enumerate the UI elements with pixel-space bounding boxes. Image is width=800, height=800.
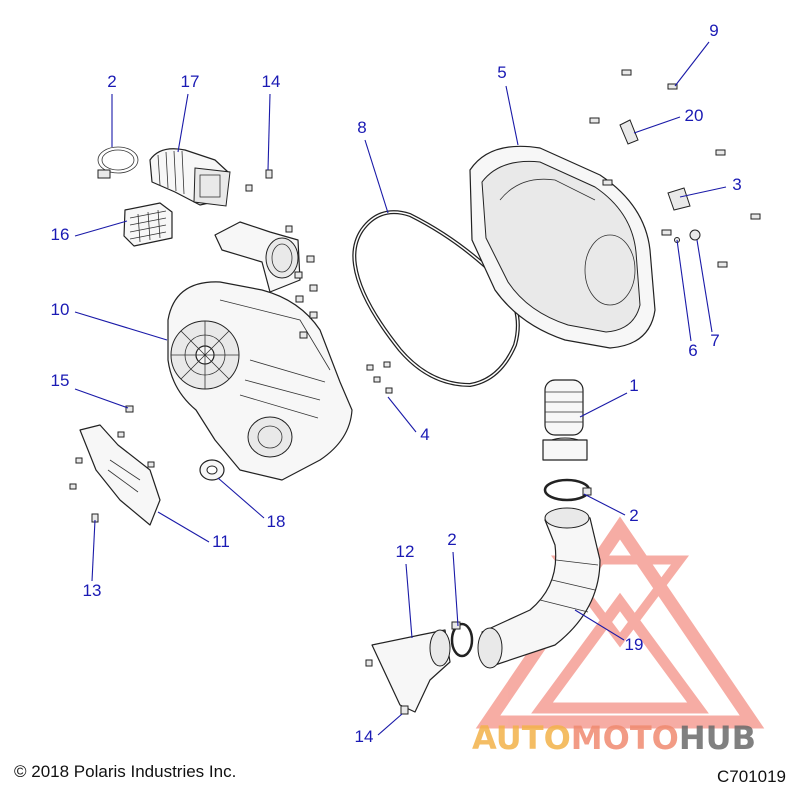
intake-boot xyxy=(149,148,231,207)
watermark-text: AUTOMOTOHUB xyxy=(472,719,756,757)
leader-line-c-2c xyxy=(452,551,459,627)
callout-label-c-8: 8 xyxy=(357,118,366,137)
leader-line-c-18 xyxy=(217,477,265,519)
bolts-right xyxy=(589,69,761,268)
leader-line-c-7 xyxy=(696,239,713,333)
callout-label-c-3: 3 xyxy=(732,175,741,194)
leader-line-c-14b xyxy=(377,713,403,736)
leader-line-c-13 xyxy=(91,519,96,582)
callout-label-c-10: 10 xyxy=(51,300,70,319)
callout-label-c-5: 5 xyxy=(497,63,506,82)
copyright-text: © 2018 Polaris Industries Inc. xyxy=(14,762,236,781)
drive-belt xyxy=(352,210,520,388)
leader-line-c-12 xyxy=(405,563,413,639)
callout-label-c-14b: 14 xyxy=(355,727,374,746)
leader-line-c-2b xyxy=(583,493,626,516)
callout-label-c-15: 15 xyxy=(51,371,70,390)
callout-label-c-6: 6 xyxy=(688,341,697,360)
leader-line-c-14a xyxy=(267,93,271,171)
leader-line-c-16 xyxy=(74,220,128,237)
hose-clamp-top xyxy=(97,146,139,179)
guard-bracket xyxy=(69,424,161,526)
callout-label-c-7: 7 xyxy=(710,331,719,350)
leader-line-c-1 xyxy=(579,392,628,418)
callout-label-c-20: 20 xyxy=(685,106,704,125)
callout-label-c-13: 13 xyxy=(83,581,102,600)
air-filter xyxy=(542,379,588,461)
leader-line-c-15 xyxy=(74,388,129,409)
bolts-column xyxy=(294,255,318,339)
bolts-4 xyxy=(366,361,393,394)
callout-label-c-14a: 14 xyxy=(262,72,281,91)
inner-clutch-cover xyxy=(167,281,353,481)
leader-line-c-3 xyxy=(679,186,727,198)
filter-element xyxy=(123,202,173,247)
callout-label-c-4: 4 xyxy=(420,425,429,444)
callout-label-c-1: 1 xyxy=(629,376,638,395)
callout-label-c-9: 9 xyxy=(709,21,718,40)
plate-20 xyxy=(619,119,639,145)
callout-label-c-2a: 2 xyxy=(107,72,116,91)
elbow-duct xyxy=(477,507,601,669)
leader-line-c-11 xyxy=(157,511,210,543)
callout-label-c-18: 18 xyxy=(267,512,286,531)
leader-line-c-19 xyxy=(574,609,625,641)
leader-line-c-20 xyxy=(633,116,681,134)
hose-clamp-low xyxy=(450,621,474,658)
callout-label-c-11: 11 xyxy=(212,532,230,551)
outer-clutch-cover xyxy=(469,145,656,349)
leader-line-c-9 xyxy=(674,41,710,87)
inlet-duct xyxy=(214,221,301,293)
bolt-14-low xyxy=(400,705,409,715)
plate-3 xyxy=(667,187,691,211)
bolt-15 xyxy=(125,405,134,413)
washer xyxy=(199,459,225,481)
callout-label-c-2b: 2 xyxy=(629,506,638,525)
leader-line-c-8 xyxy=(364,139,389,214)
callout-label-c-16: 16 xyxy=(51,225,70,244)
callout-label-c-2c: 2 xyxy=(447,530,456,549)
callout-label-c-17: 17 xyxy=(181,72,200,91)
leader-line-c-4 xyxy=(387,396,417,433)
drawing-code: C701019 xyxy=(717,767,786,786)
outlet-duct xyxy=(365,629,451,713)
leader-line-c-6 xyxy=(676,239,692,342)
callout-label-c-19: 19 xyxy=(625,635,644,654)
callout-label-c-12: 12 xyxy=(396,542,415,561)
leader-line-c-5 xyxy=(505,85,519,146)
hose-clamp-mid xyxy=(543,478,592,502)
leader-line-c-10 xyxy=(74,311,168,341)
bolts-top xyxy=(245,169,293,233)
leader-line-c-17 xyxy=(177,93,189,153)
